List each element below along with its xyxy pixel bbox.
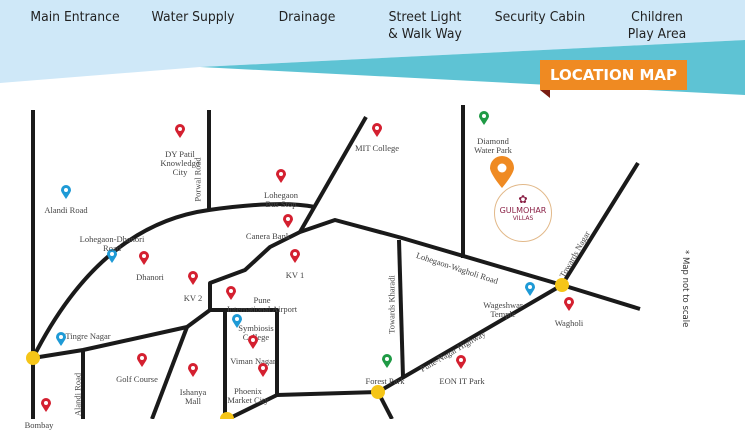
amenity-street-light: Street Light & Walk Way [388, 9, 462, 42]
junction [371, 385, 385, 399]
blue-map-pin-icon [56, 332, 66, 346]
place-label-pune-international-airport: Pune International Airport [226, 295, 298, 314]
red-map-pin-icon [175, 124, 185, 138]
red-map-pin-icon [564, 297, 574, 311]
junction [26, 351, 40, 365]
road [31, 202, 316, 359]
blue-map-pin-icon [232, 314, 242, 328]
road [397, 239, 405, 378]
place-label-wagholi: Wagholi [554, 318, 584, 328]
place-label-forest-park: Forest Park [365, 376, 405, 386]
red-map-pin-icon [188, 271, 198, 285]
place-label-alandi-road: Alandi Road [44, 205, 88, 215]
road [32, 230, 301, 360]
green-map-pin-icon [382, 354, 392, 368]
place-label-mit-college: MIT College [355, 143, 399, 153]
blue-map-pin-icon [525, 282, 535, 296]
gulmohar-villas-logo: ✿ GULMOHAR VILLAS [494, 184, 552, 242]
amenity-play-area: Children Play Area [627, 9, 687, 42]
place-label-golf-course: Golf Course [116, 374, 158, 384]
place-label-lohegaon-dhanori-road: Lohegaon-Dhanori Road [79, 234, 145, 253]
place-label-tingre-nagar: Tingre Nagar [65, 331, 111, 341]
junction [555, 278, 569, 292]
red-map-pin-icon [283, 214, 293, 228]
junction [220, 412, 234, 419]
road [150, 326, 189, 419]
red-map-pin-icon [372, 123, 382, 137]
place-label-towards-kharadi: Towards Kharadi [386, 275, 397, 334]
red-map-pin-icon [226, 286, 236, 300]
badge-fold [540, 90, 550, 98]
place-label-ishanya-mall: Ishanya Mall [179, 387, 207, 406]
place-label-kv-1: KV 1 [285, 270, 305, 280]
place-label-viman-nagar: Viman Nagar [230, 356, 276, 366]
place-label-porwal-road: Porwal Road [192, 157, 203, 202]
location-map-badge: LOCATION MAP [540, 60, 687, 90]
place-label-dy-patil-knowledge-city: DY Patil Knowledge City [160, 149, 200, 177]
place-label-phoenix-market-city: Phoenix Market City [227, 386, 269, 405]
amenity-water-supply: Water Supply [151, 9, 235, 25]
place-label-kv-2: KV 2 [183, 293, 203, 303]
red-map-pin-icon [248, 335, 258, 349]
logo-emblem-icon: ✿ [518, 193, 528, 206]
place-label-dhanori: Dhanori [136, 272, 164, 282]
red-map-pin-icon [137, 353, 147, 367]
amenity-security-cabin: Security Cabin [494, 9, 586, 25]
scale-note: * Map not to scale [680, 250, 690, 328]
road [299, 218, 641, 311]
blue-map-pin-icon [107, 249, 117, 263]
red-map-pin-icon [188, 363, 198, 377]
green-map-pin-icon [479, 111, 489, 125]
place-label-alandi-road: Alandi Road [72, 372, 83, 417]
red-map-pin-icon [41, 398, 51, 412]
red-map-pin-icon [139, 251, 149, 265]
road [210, 308, 379, 397]
red-map-pin-icon [456, 355, 466, 369]
place-label-lohegaon-bus-stop: Lohegaon Bus Stop [264, 190, 298, 209]
project-name: GULMOHAR [499, 206, 547, 215]
place-label-diamond-water-park: Diamond Water Park [474, 136, 512, 155]
project-sub: VILLAS [512, 215, 534, 222]
amenity-main-entrance: Main Entrance [30, 9, 120, 25]
red-map-pin-icon [290, 249, 300, 263]
road [298, 116, 368, 233]
place-label-wageshwar-temple: Wageshwar Temple [483, 300, 523, 319]
place-label-canera-bank: Canera Bank [245, 231, 291, 241]
blue-map-pin-icon [61, 185, 71, 199]
map-roads [26, 105, 641, 419]
red-map-pin-icon [276, 169, 286, 183]
road [227, 393, 278, 419]
place-label-eon-it-park: EON IT Park [439, 376, 485, 386]
red-map-pin-icon [258, 363, 268, 377]
amenity-drainage: Drainage [278, 9, 336, 25]
place-label-bombay: Bombay [24, 420, 54, 430]
